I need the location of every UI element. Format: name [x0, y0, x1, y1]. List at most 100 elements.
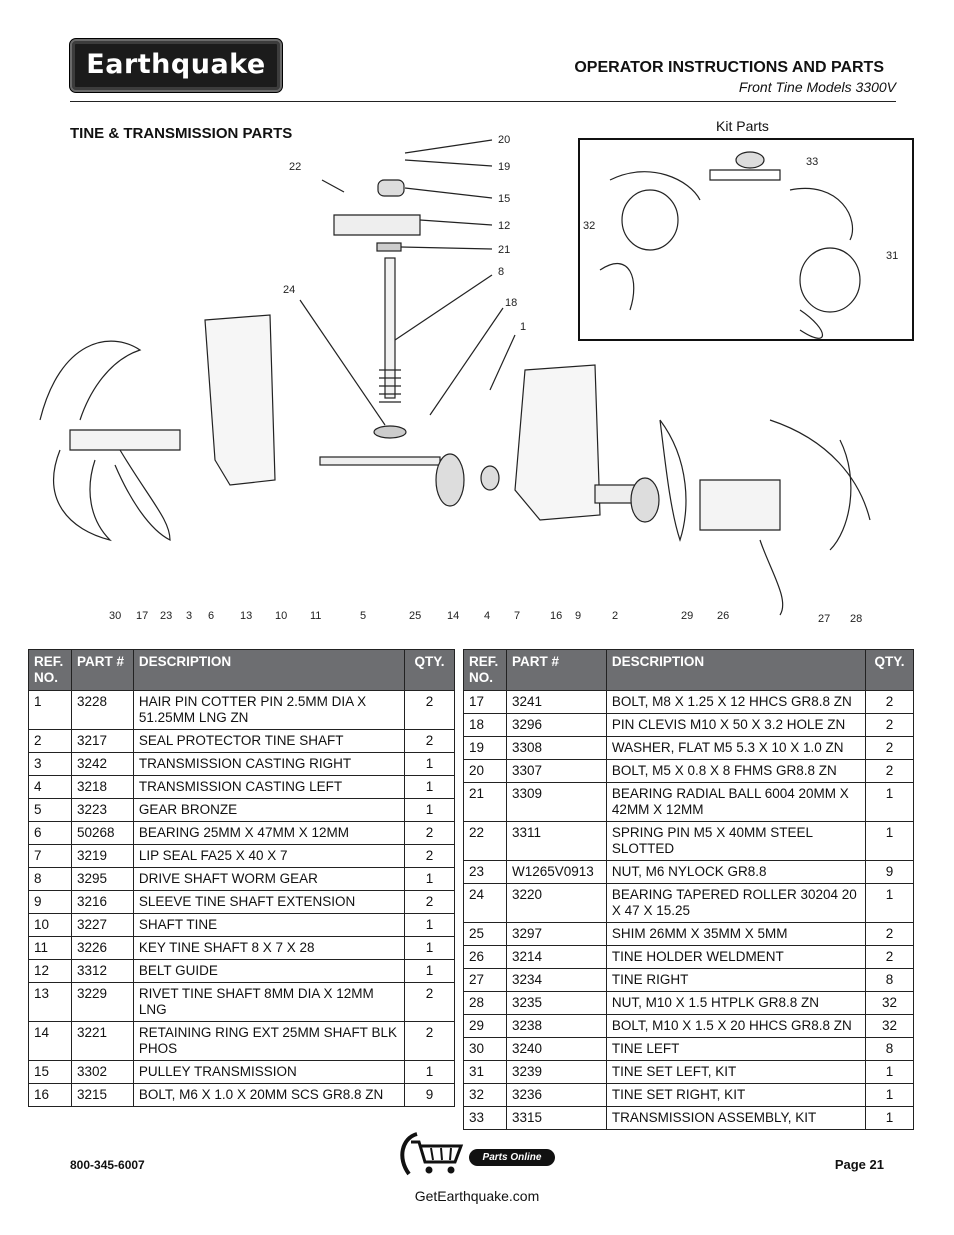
cell-qty: 8 [865, 1037, 914, 1061]
cell-qty: 1 [404, 752, 455, 776]
callout-21: 21 [498, 244, 510, 256]
logo-text: Earthquake [86, 49, 266, 80]
cell-ref: 23 [463, 860, 507, 884]
cell-ref: 13 [28, 982, 72, 1022]
cell-part-number: 3241 [505, 690, 607, 714]
cell-description: KEY TINE SHAFT 8 X 7 X 28 [132, 936, 406, 960]
callout-6: 6 [208, 610, 214, 622]
cell-description: PULLEY TRANSMISSION [132, 1060, 406, 1084]
cell-description: SHAFT TINE [132, 913, 406, 937]
header-ref: REF. NO. [463, 649, 507, 691]
header-rule [70, 101, 896, 102]
cell-description: BOLT, M5 X 0.8 X 8 FHMS GR8.8 ZN [605, 759, 867, 783]
cell-qty: 1 [404, 959, 455, 983]
callout-13: 13 [240, 610, 252, 622]
callout-20: 20 [498, 134, 510, 146]
cell-part-number: 3315 [505, 1106, 607, 1130]
cell-part-number: 3297 [505, 922, 607, 946]
cell-part-number: 3227 [70, 913, 134, 937]
cell-qty: 2 [404, 1021, 455, 1061]
parts-online-badge[interactable]: Parts Online [469, 1149, 555, 1166]
cell-description: BEARING 25MM X 47MM X 12MM [132, 821, 406, 845]
cell-description: NUT, M6 NYLOCK GR8.8 [605, 860, 867, 884]
cell-part-number: 3312 [70, 959, 134, 983]
cell-qty: 1 [404, 1060, 455, 1084]
cell-description: SPRING PIN M5 X 40MM STEEL SLOTTED [605, 821, 867, 861]
callout-17: 17 [136, 610, 148, 622]
cell-ref: 9 [28, 890, 72, 914]
cell-ref: 15 [28, 1060, 72, 1084]
callout-2: 2 [612, 610, 618, 622]
cell-ref: 17 [463, 690, 507, 714]
cell-qty: 9 [865, 860, 914, 884]
cell-ref: 30 [463, 1037, 507, 1061]
cell-part-number: 3218 [70, 775, 134, 799]
cell-ref: 33 [463, 1106, 507, 1130]
callout-22: 22 [289, 161, 301, 173]
cell-ref: 32 [463, 1083, 507, 1107]
cell-part-number: 3235 [505, 991, 607, 1015]
cell-qty: 2 [404, 690, 455, 730]
cell-qty: 2 [865, 690, 914, 714]
cell-ref: 19 [463, 736, 507, 760]
cell-ref: 25 [463, 922, 507, 946]
cell-qty: 1 [404, 936, 455, 960]
cell-ref: 14 [28, 1021, 72, 1061]
cell-description: SHIM 26MM X 35MM X 5MM [605, 922, 867, 946]
cell-ref: 16 [28, 1083, 72, 1107]
header-description: DESCRIPTION [605, 649, 867, 691]
cell-description: PIN CLEVIS M10 X 50 X 3.2 HOLE ZN [605, 713, 867, 737]
cell-description: BOLT, M10 X 1.5 X 20 HHCS GR8.8 ZN [605, 1014, 867, 1038]
page-number: Page 21 [834, 1157, 884, 1172]
cell-description: TINE SET LEFT, KIT [605, 1060, 867, 1084]
cell-ref: 2 [28, 729, 72, 753]
cell-part-number: 3308 [505, 736, 607, 760]
cell-description: TINE SET RIGHT, KIT [605, 1083, 867, 1107]
cell-qty: 32 [865, 1014, 914, 1038]
cell-ref: 21 [463, 782, 507, 822]
callout-18: 18 [505, 297, 517, 309]
cell-part-number: 3214 [505, 945, 607, 969]
header-qty: QTY. [404, 649, 455, 691]
cell-ref: 12 [28, 959, 72, 983]
cell-ref: 10 [28, 913, 72, 937]
cell-ref: 22 [463, 821, 507, 861]
header-ref: REF. NO. [28, 649, 72, 691]
callout-29: 29 [681, 610, 693, 622]
cell-ref: 26 [463, 945, 507, 969]
cell-qty: 2 [865, 922, 914, 946]
callout-14: 14 [447, 610, 459, 622]
cell-part-number: 3296 [505, 713, 607, 737]
cell-ref: 3 [28, 752, 72, 776]
kit-parts-box [578, 138, 914, 341]
cell-part-number: 3228 [70, 690, 134, 730]
cell-part-number: 3226 [70, 936, 134, 960]
cell-ref: 1 [28, 690, 72, 730]
cell-description: GEAR BRONZE [132, 798, 406, 822]
cell-qty: 1 [865, 1083, 914, 1107]
cell-part-number: 3311 [505, 821, 607, 861]
cell-ref: 11 [28, 936, 72, 960]
website-link[interactable]: GetEarthquake.com [414, 1188, 540, 1204]
cell-qty: 1 [404, 775, 455, 799]
cell-qty: 32 [865, 991, 914, 1015]
callout-31: 31 [886, 250, 898, 262]
cell-description: SEAL PROTECTOR TINE SHAFT [132, 729, 406, 753]
cell-part-number: 3307 [505, 759, 607, 783]
cell-description: RIVET TINE SHAFT 8MM DIA X 12MM LNG [132, 982, 406, 1022]
callout-19: 19 [498, 161, 510, 173]
cell-qty: 2 [404, 729, 455, 753]
cell-qty: 2 [404, 890, 455, 914]
diagram-artwork [39, 139, 871, 616]
